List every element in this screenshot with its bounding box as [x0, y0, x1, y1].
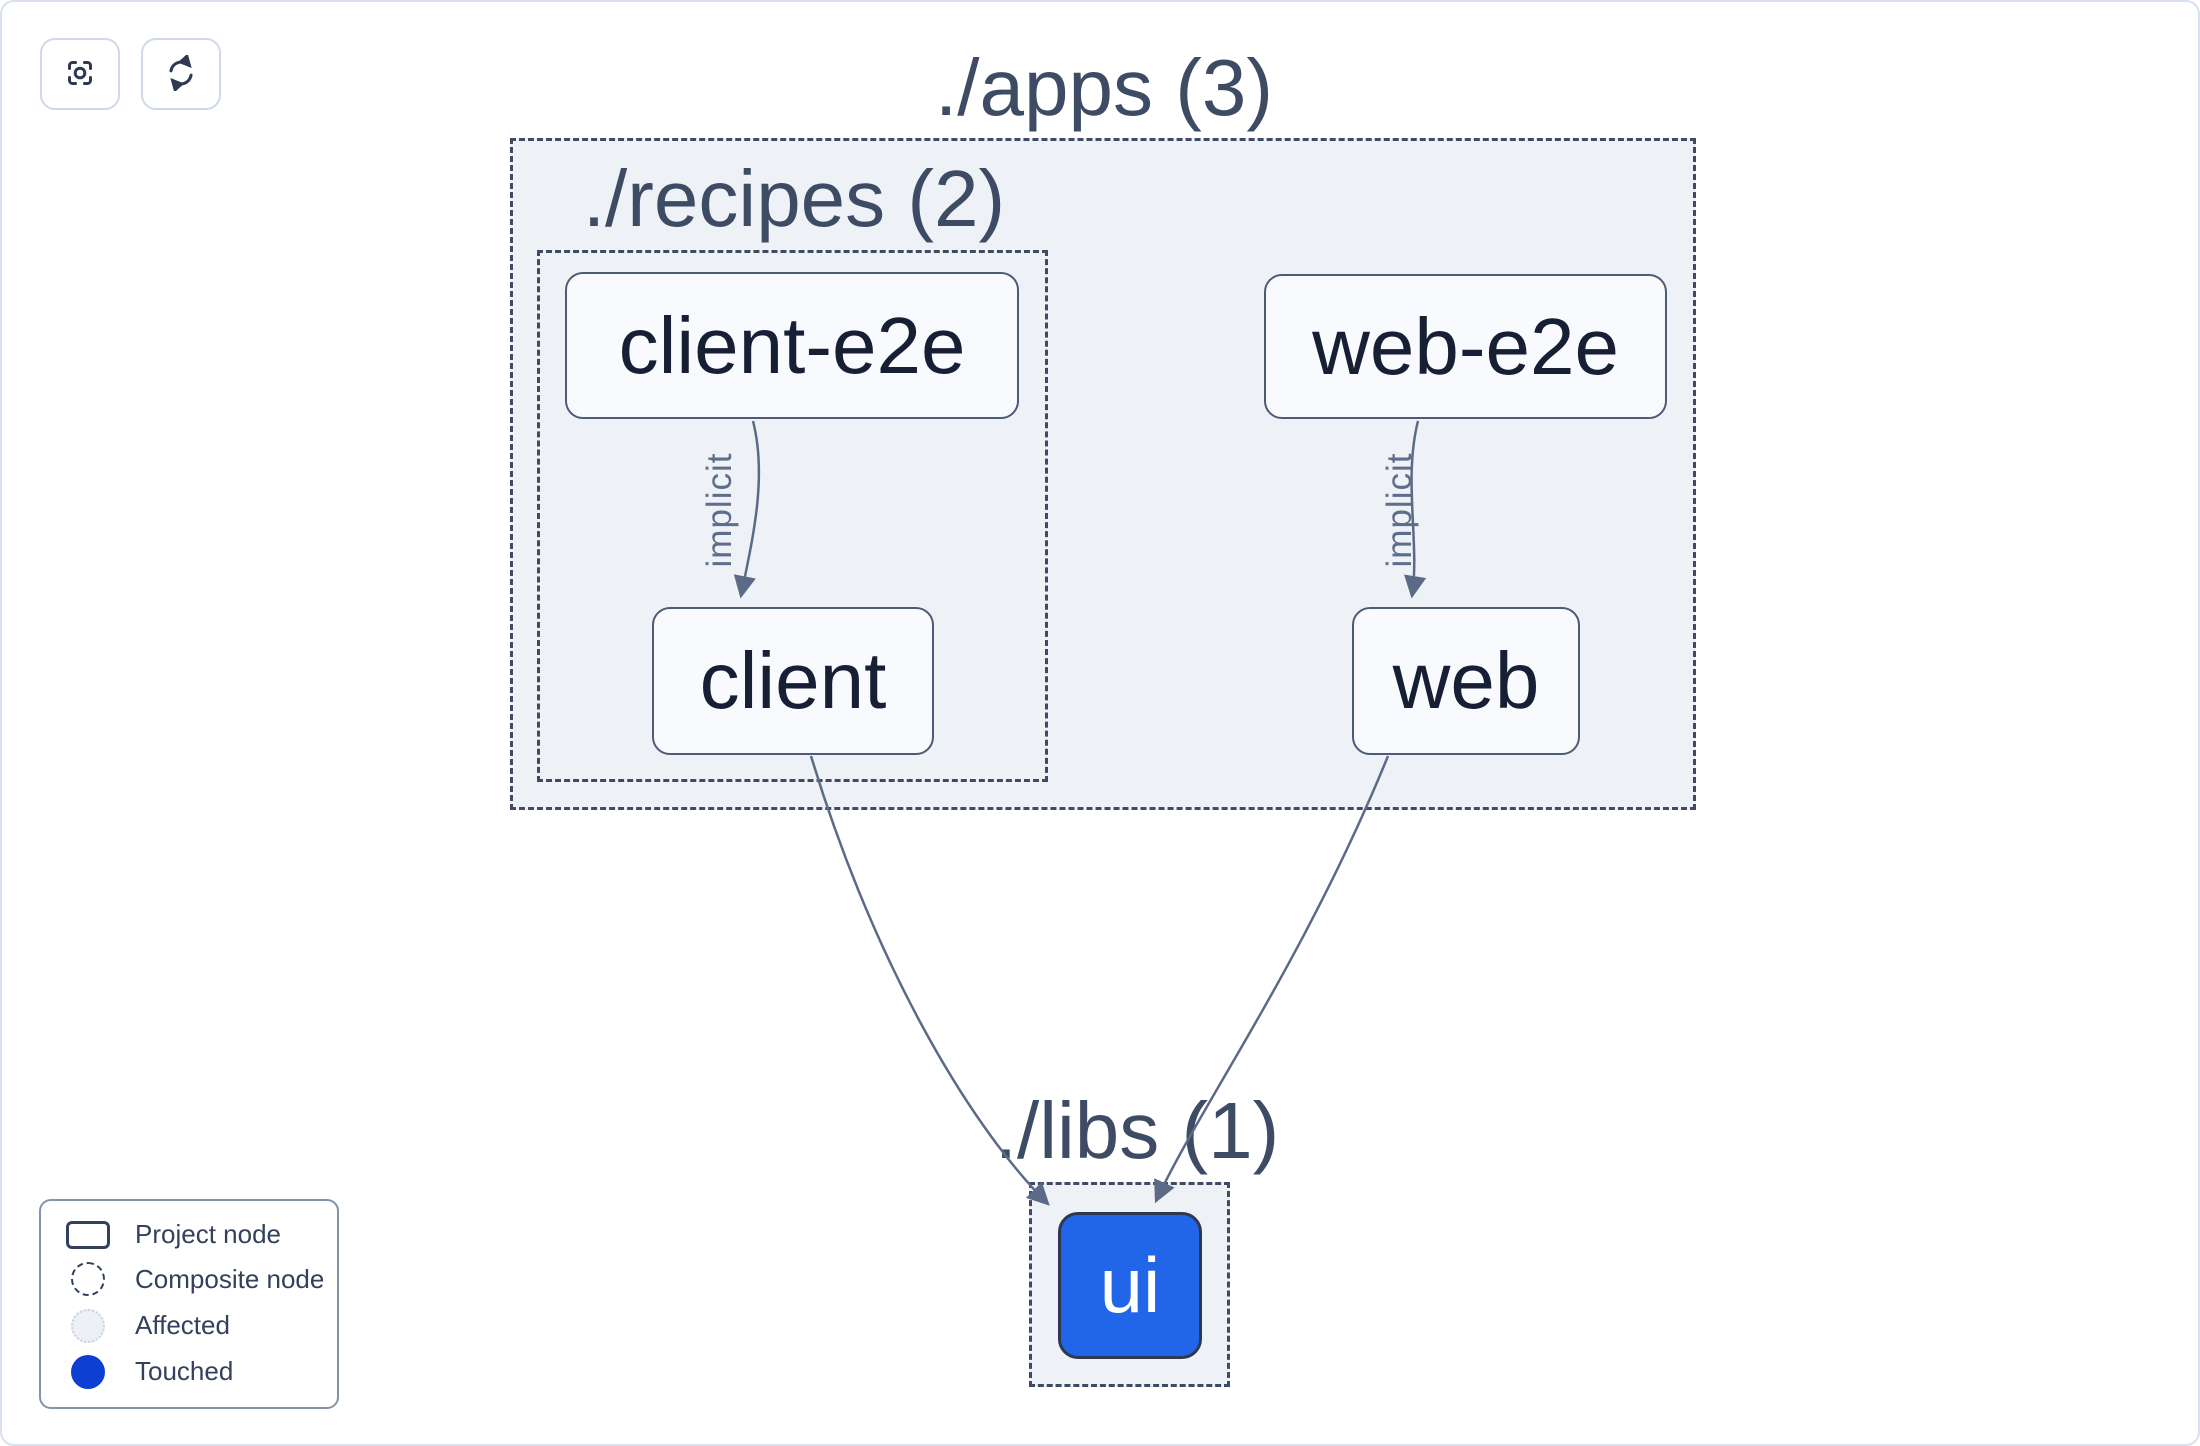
touched-swatch: [71, 1354, 105, 1389]
edge-label-implicit: implicit: [1380, 452, 1419, 568]
node-client-e2e[interactable]: client-e2e: [565, 272, 1019, 419]
group-recipes[interactable]: [537, 250, 1048, 782]
legend-label: Affected: [135, 1310, 230, 1341]
node-client[interactable]: client: [652, 607, 934, 755]
legend-label: Touched: [135, 1356, 234, 1387]
legend-item-affected: Affected: [57, 1308, 321, 1343]
legend: Project node Composite node Affected Tou…: [39, 1199, 339, 1409]
group-apps-label: ./apps (3): [935, 43, 1273, 132]
center-graph-button[interactable]: [40, 38, 120, 110]
refresh-graph-button[interactable]: [141, 38, 221, 110]
legend-item-touched: Touched: [57, 1354, 321, 1389]
group-recipes-label: ./recipes (2): [582, 154, 1006, 243]
node-web-e2e[interactable]: web-e2e: [1264, 274, 1667, 419]
legend-label: Project node: [135, 1219, 281, 1250]
node-ui[interactable]: ui: [1058, 1212, 1202, 1359]
project-node-swatch: [66, 1220, 110, 1249]
legend-item-project-node: Project node: [57, 1219, 321, 1250]
composite-node-swatch: [71, 1262, 105, 1297]
legend-item-composite-node: Composite node: [57, 1262, 325, 1297]
legend-label: Composite node: [135, 1263, 325, 1294]
node-web[interactable]: web: [1352, 607, 1580, 755]
refresh-icon: [163, 52, 199, 94]
group-libs-label: ./libs (1): [994, 1086, 1280, 1175]
affected-swatch: [71, 1308, 105, 1343]
center-focus-icon: [62, 55, 98, 94]
edge-label-implicit: implicit: [700, 452, 739, 568]
